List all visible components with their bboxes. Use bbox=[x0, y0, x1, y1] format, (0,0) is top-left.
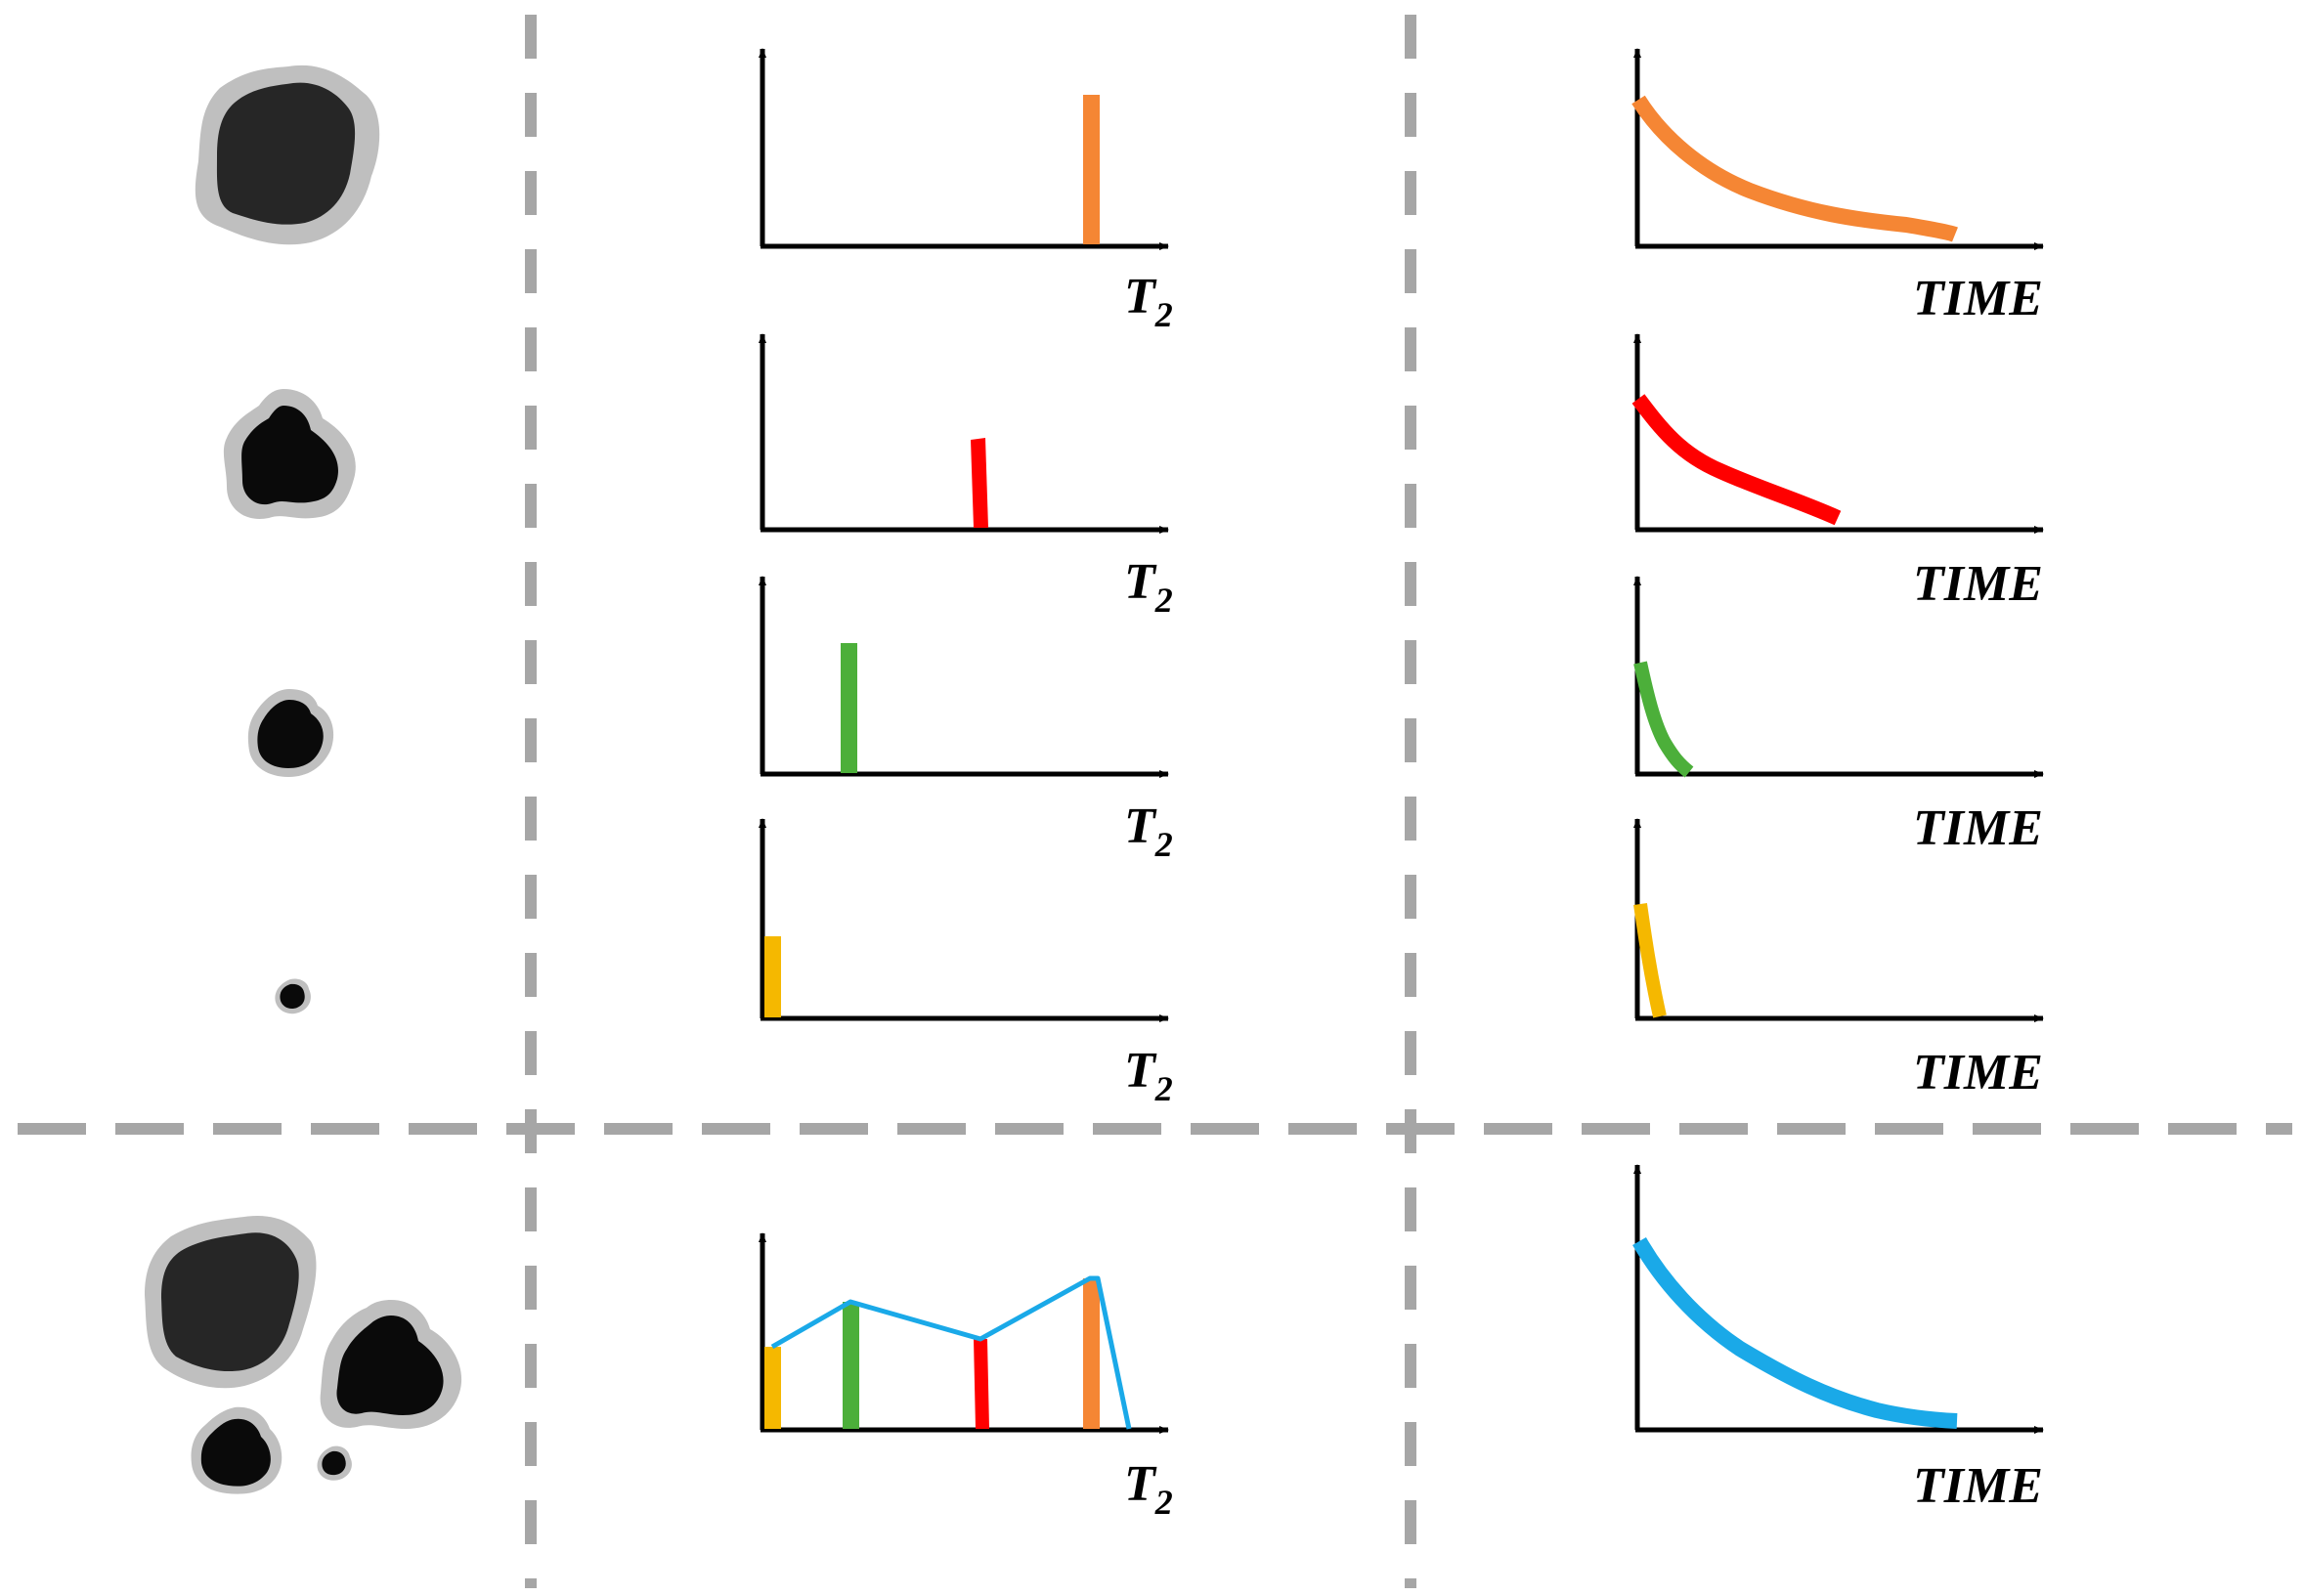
pore-large bbox=[195, 65, 380, 245]
decay-curve-yellow bbox=[1633, 903, 1667, 1018]
t2-axis-label: T2 bbox=[1124, 1456, 1173, 1522]
time-axis-label: TIME bbox=[1913, 1045, 2043, 1100]
t2-column: T2 T2 T2 T2 bbox=[759, 48, 1173, 1522]
grid-dividers bbox=[18, 15, 2292, 1588]
t2-envelope-line bbox=[770, 1275, 1132, 1430]
t2-bar-yellow bbox=[764, 1347, 781, 1429]
pore-column bbox=[145, 65, 462, 1494]
t2-plot-small: T2 bbox=[759, 576, 1173, 864]
decay-curve-blue bbox=[1632, 1237, 1958, 1429]
pore-medium bbox=[223, 389, 356, 519]
decay-curve-red bbox=[1631, 394, 1842, 526]
pore-group-combined bbox=[145, 1216, 462, 1494]
decay-plot-tiny: TIME bbox=[1633, 818, 2044, 1100]
t2-plot-large: T2 bbox=[759, 48, 1173, 334]
time-axis-label: TIME bbox=[1913, 800, 2043, 856]
decay-plot-small: TIME bbox=[1633, 576, 2044, 856]
decay-curve-green bbox=[1633, 661, 1694, 778]
t2-bar-orange bbox=[1083, 1278, 1100, 1429]
time-axis-label: TIME bbox=[1913, 1458, 2043, 1514]
time-axis-label: TIME bbox=[1913, 271, 2043, 326]
t2-bar-orange bbox=[1083, 95, 1100, 244]
pore-tiny bbox=[275, 978, 311, 1014]
decay-plot-combined: TIME bbox=[1632, 1164, 2044, 1514]
time-axis-label: TIME bbox=[1913, 556, 2043, 612]
t2-bar-yellow bbox=[764, 936, 781, 1017]
t2-axis-label: T2 bbox=[1124, 269, 1173, 334]
t2-plot-tiny: T2 bbox=[759, 818, 1173, 1108]
t2-bar-red bbox=[971, 438, 988, 528]
decay-plot-medium: TIME bbox=[1631, 333, 2044, 612]
t2-axis-label: T2 bbox=[1124, 798, 1173, 864]
decay-plot-large: TIME bbox=[1631, 48, 2044, 326]
t2-bar-green bbox=[843, 1302, 859, 1429]
t2-bar-red bbox=[974, 1339, 989, 1429]
decay-curve-orange bbox=[1631, 95, 1958, 242]
t2-axis-label: T2 bbox=[1124, 554, 1173, 620]
t2-axis-label: T2 bbox=[1124, 1043, 1173, 1108]
t2-plot-medium: T2 bbox=[759, 333, 1173, 620]
pore-small bbox=[247, 689, 334, 777]
decay-column: TIME TIME TIME TIME TIME bbox=[1631, 48, 2044, 1514]
t2-bar-green bbox=[841, 643, 857, 773]
t2-plot-combined: T2 bbox=[759, 1232, 1173, 1522]
